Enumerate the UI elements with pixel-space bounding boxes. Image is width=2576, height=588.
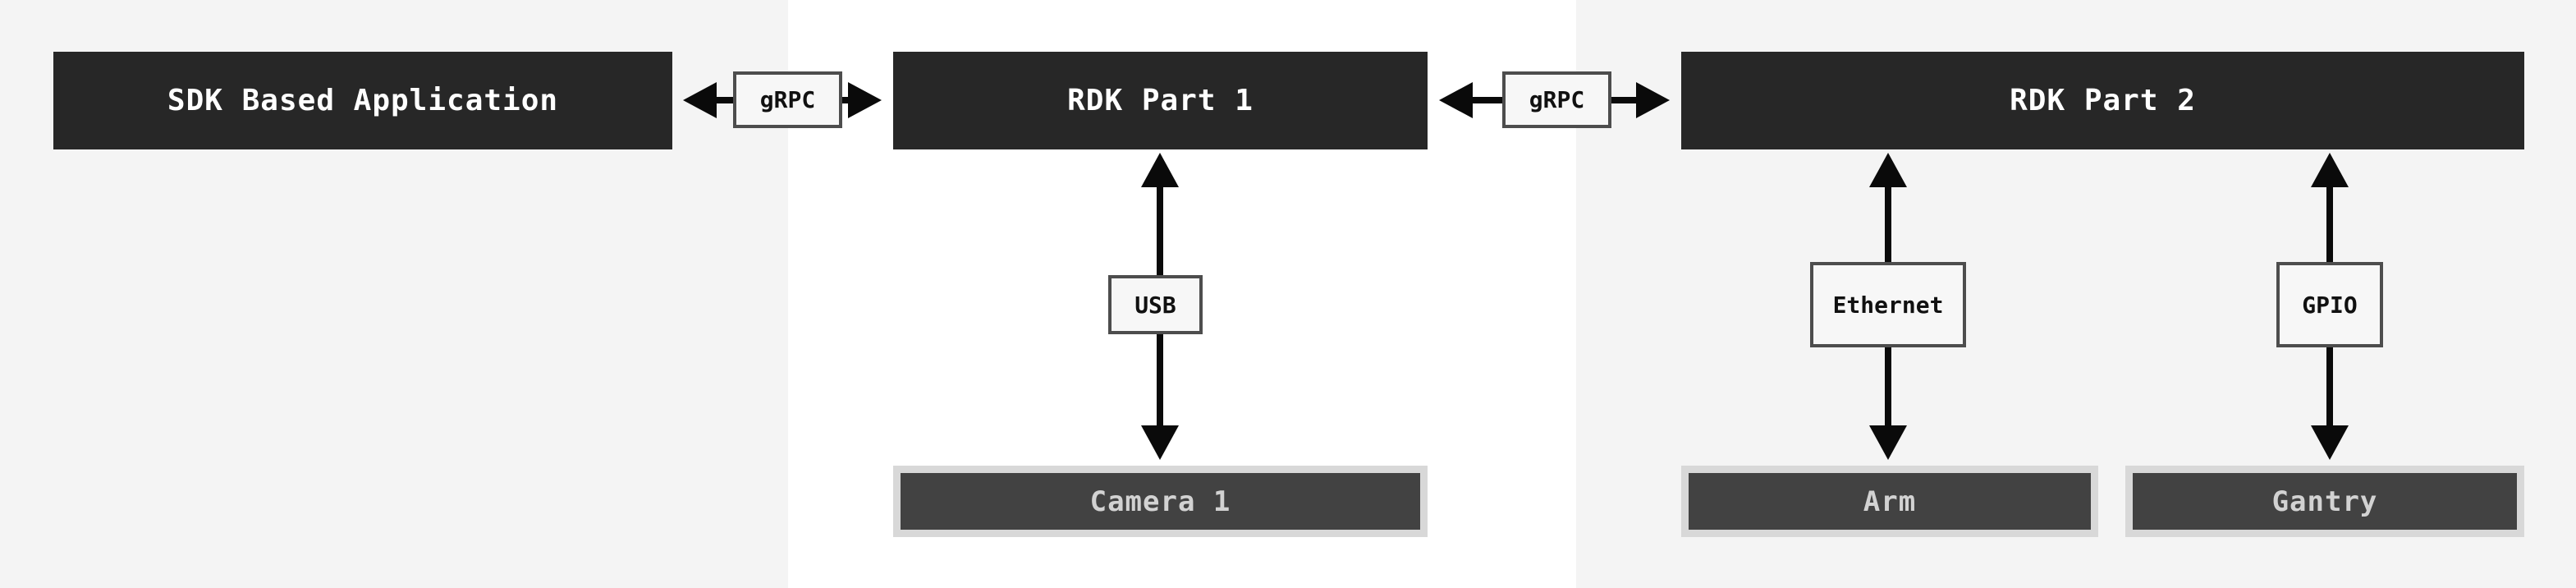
connector-label-grpc-right: gRPC <box>1502 71 1611 128</box>
usb-label: USB <box>1134 291 1176 319</box>
device-camera-1: Camera 1 <box>893 466 1428 537</box>
arm-label: Arm <box>1863 485 1917 518</box>
device-gantry: Gantry <box>2125 466 2524 537</box>
grpc-left-label: gRPC <box>759 86 816 113</box>
node-rdk2-label: RDK Part 2 <box>2010 84 2196 117</box>
arrow-grpc-rdk2-right <box>1608 82 1670 118</box>
gpio-label: GPIO <box>2302 291 2358 319</box>
connector-label-ethernet: Ethernet <box>1810 262 1966 347</box>
node-rdk-part-1: RDK Part 1 <box>893 52 1428 149</box>
arrow-rdk1-grpc-left <box>1439 82 1506 118</box>
arrow-grpc-rdk1-right <box>839 82 882 118</box>
device-arm: Arm <box>1681 466 2098 537</box>
camera1-label: Camera 1 <box>1089 485 1231 518</box>
arrow-sdk-grpc-left <box>683 82 736 118</box>
gantry-label: Gantry <box>2271 485 2378 518</box>
connector-label-gpio: GPIO <box>2276 262 2383 347</box>
node-rdk-part-2: RDK Part 2 <box>1681 52 2524 149</box>
connector-label-grpc-left: gRPC <box>733 71 842 128</box>
node-sdk-based-application: SDK Based Application <box>53 52 672 149</box>
connector-label-usb: USB <box>1108 275 1203 334</box>
node-rdk1-label: RDK Part 1 <box>1067 84 1254 117</box>
node-sdk-label: SDK Based Application <box>167 84 559 117</box>
ethernet-label: Ethernet <box>1832 291 1944 319</box>
grpc-right-label: gRPC <box>1529 86 1585 113</box>
